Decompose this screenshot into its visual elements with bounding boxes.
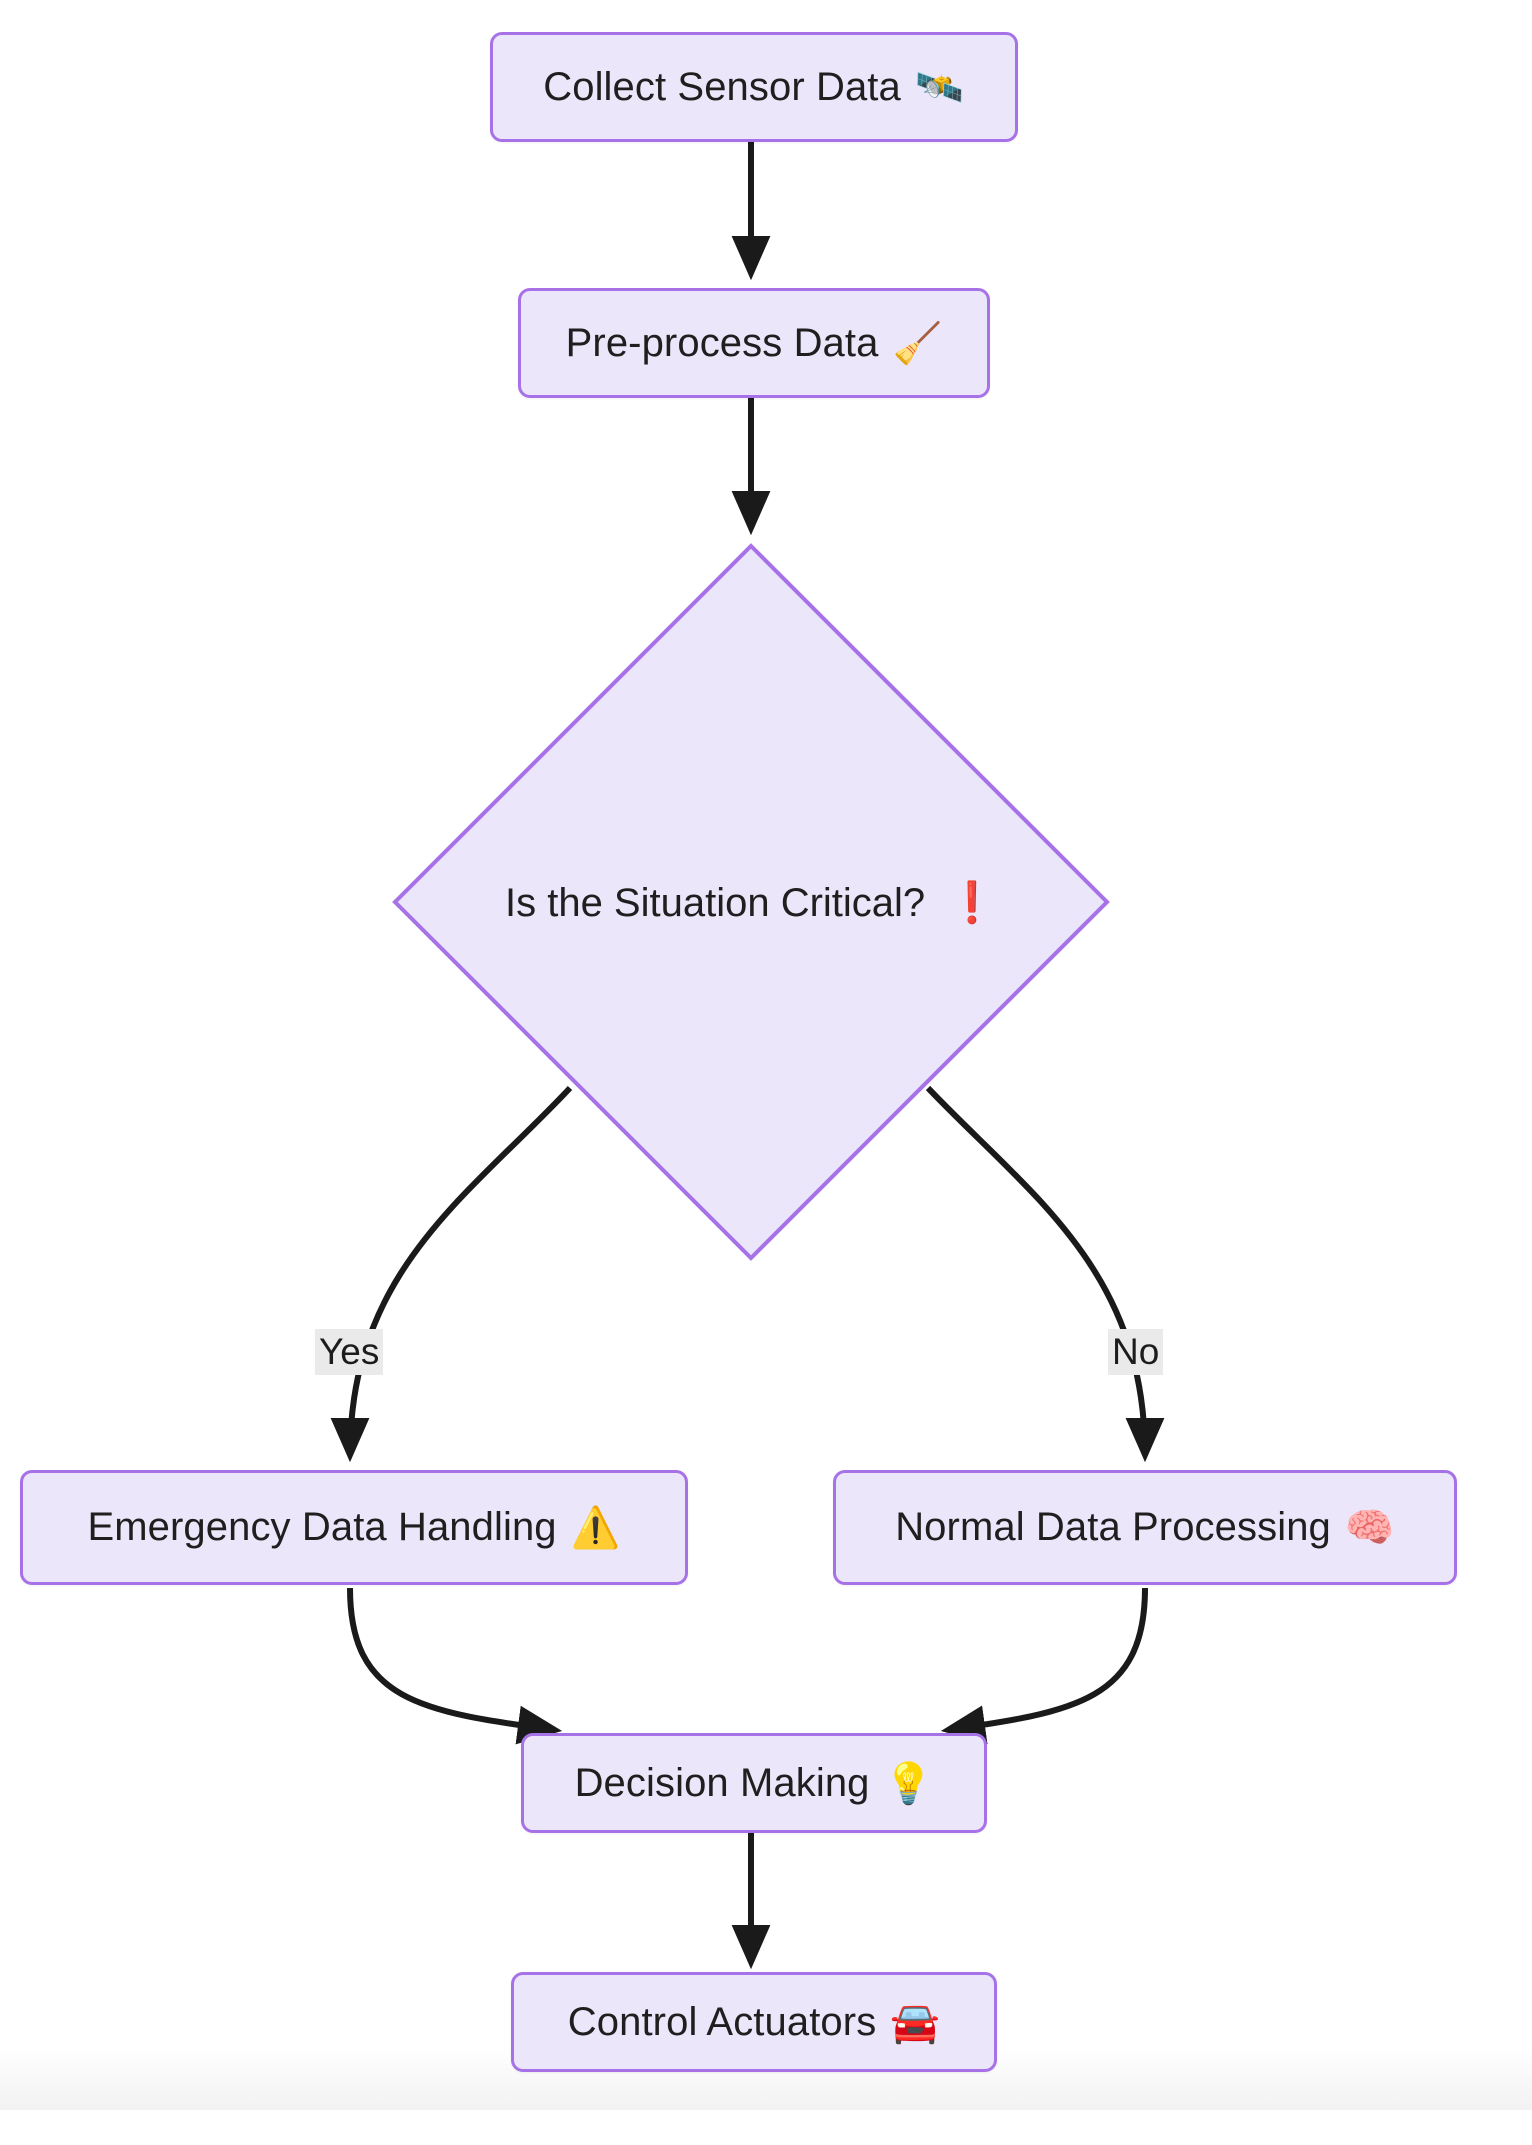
node-label: Decision Making <box>574 1760 870 1805</box>
satellite-icon: 🛰️ <box>914 65 965 110</box>
edge-critical-to-emergency <box>330 1085 573 1463</box>
node-label: Is the Situation Critical? <box>504 881 926 925</box>
node-label: Collect Sensor Data <box>543 64 901 109</box>
edge-emergency-to-decision <box>347 1587 563 1745</box>
lightbulb-icon: 💡 <box>883 1761 934 1806</box>
exclamation-mark-icon: ❗ <box>947 881 997 925</box>
edge-critical-to-normal <box>925 1085 1165 1463</box>
node-pre-process-data[interactable]: Pre-process Data 🧹 <box>518 288 990 398</box>
node-normal-data-processing[interactable]: Normal Data Processing 🧠 <box>833 1470 1457 1585</box>
brain-icon: 🧠 <box>1344 1506 1395 1550</box>
node-decision-making[interactable]: Decision Making 💡 <box>521 1733 987 1833</box>
node-control-actuators[interactable]: Control Actuators 🚘 <box>511 1972 997 2072</box>
edge-normal-to-decision <box>940 1587 1148 1745</box>
edge-label-yes: Yes <box>315 1329 384 1376</box>
car-icon: 🚘 <box>890 2000 941 2045</box>
node-label: Control Actuators <box>567 1999 877 2044</box>
broom-icon: 🧹 <box>892 321 943 366</box>
node-emergency-data-handling[interactable]: Emergency Data Handling ⚠️ <box>20 1470 688 1585</box>
node-collect-sensor-data[interactable]: Collect Sensor Data 🛰️ <box>490 32 1018 142</box>
node-label: Pre-process Data <box>565 320 879 365</box>
warning-triangle-icon: ⚠️ <box>570 1506 621 1550</box>
diamond-label-wrap: Is the Situation Critical? ❗ <box>392 879 1110 926</box>
node-label: Normal Data Processing <box>895 1505 1331 1549</box>
node-label: Emergency Data Handling <box>87 1505 557 1549</box>
edge-label-no: No <box>1108 1329 1164 1376</box>
